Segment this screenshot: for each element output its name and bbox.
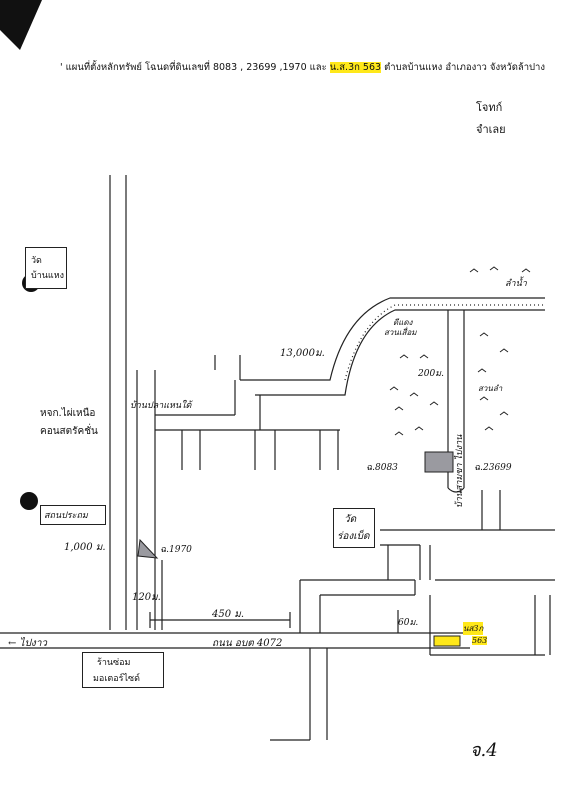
parcel-563 bbox=[433, 635, 461, 647]
parcel-23699-label: ฉ.23699 bbox=[474, 463, 512, 473]
field-label-3: สวนลำ bbox=[478, 384, 503, 393]
header-title: ' แผนที่ตั้งหลักทรัพย์ โฉนดที่ดินเลขที่ … bbox=[60, 60, 545, 75]
dist-450: 450 ม. bbox=[212, 609, 245, 620]
parcel-1970 bbox=[137, 538, 159, 559]
wat-label-1: วัด bbox=[344, 514, 357, 525]
dist-200: 200ม. bbox=[418, 369, 444, 379]
school-label: สถนประถม bbox=[44, 511, 88, 521]
marker-dot-school bbox=[20, 492, 38, 510]
page-number: จ.4 bbox=[470, 740, 498, 761]
header-title-part-b: ตำบลบ้านแหง อำเภองาว จังหวัดล้าปาง bbox=[384, 62, 546, 73]
wat-label-2: ร่องเบ็ด bbox=[337, 531, 370, 542]
field-label-1: ดีแดง bbox=[393, 318, 413, 327]
field-label-2: สวนเสื่อม bbox=[384, 328, 417, 337]
parcel-563-label-1: นส3ก bbox=[463, 622, 484, 635]
parcel-8083-label: ฉ.8083 bbox=[366, 463, 398, 473]
house-dist-label: บ้านปลาแหนใต้ bbox=[130, 401, 192, 411]
dist-1000: 1,000 ม. bbox=[64, 542, 106, 553]
village-road-label: บ้านสามขา ไปงาน bbox=[455, 434, 465, 508]
shop-label-1: ร้านซ่อม bbox=[97, 658, 131, 668]
store-label-2: คอนสตรัคชั่น bbox=[40, 426, 98, 437]
field-marks bbox=[389, 266, 531, 436]
school-box: สถนประถม bbox=[40, 505, 106, 525]
dist-13000: 13,000ม. bbox=[280, 348, 325, 359]
header-title-part-a: แผนที่ตั้งหลักทรัพย์ โฉนดที่ดินเลขที่ 80… bbox=[65, 62, 327, 73]
shop-box: ร้านซ่อม มอเตอร์ไซด์ bbox=[82, 652, 164, 688]
party-defendant: จำเลย bbox=[476, 123, 506, 136]
temple-box: วัด บ้านแหง bbox=[25, 247, 67, 289]
store-box: หจก.ไผ่เหนือ คอนสตรัคชั่น bbox=[38, 402, 104, 442]
road-left-label: ← ไปงาว bbox=[8, 638, 48, 649]
dist-60: 60ม. bbox=[398, 618, 419, 628]
road-name-label: ถนน อบต 4072 bbox=[212, 638, 283, 649]
party-plaintiff: โจทก์ bbox=[476, 101, 503, 114]
wat-box: วัด ร่องเบ็ด bbox=[333, 508, 375, 548]
parcel-1970-label: ฉ.1970 bbox=[160, 545, 192, 555]
shop-label-2: มอเตอร์ไซด์ bbox=[93, 674, 140, 684]
store-label-1: หจก.ไผ่เหนือ bbox=[40, 408, 96, 419]
river-label: ลำน้ำ bbox=[505, 279, 527, 289]
header-bullet: ' bbox=[60, 62, 63, 73]
temple-label-2: บ้านแหง bbox=[31, 271, 65, 281]
temple-label-1: วัด bbox=[31, 256, 42, 266]
road-network bbox=[0, 175, 555, 741]
header-title-highlight: น.ส.3ก 563 bbox=[329, 62, 382, 73]
parcel-563-label-2: 563 bbox=[472, 636, 488, 645]
parcel-8083 bbox=[424, 451, 454, 473]
dist-120: 120ม. bbox=[132, 592, 161, 603]
corner-mark bbox=[0, 0, 42, 50]
